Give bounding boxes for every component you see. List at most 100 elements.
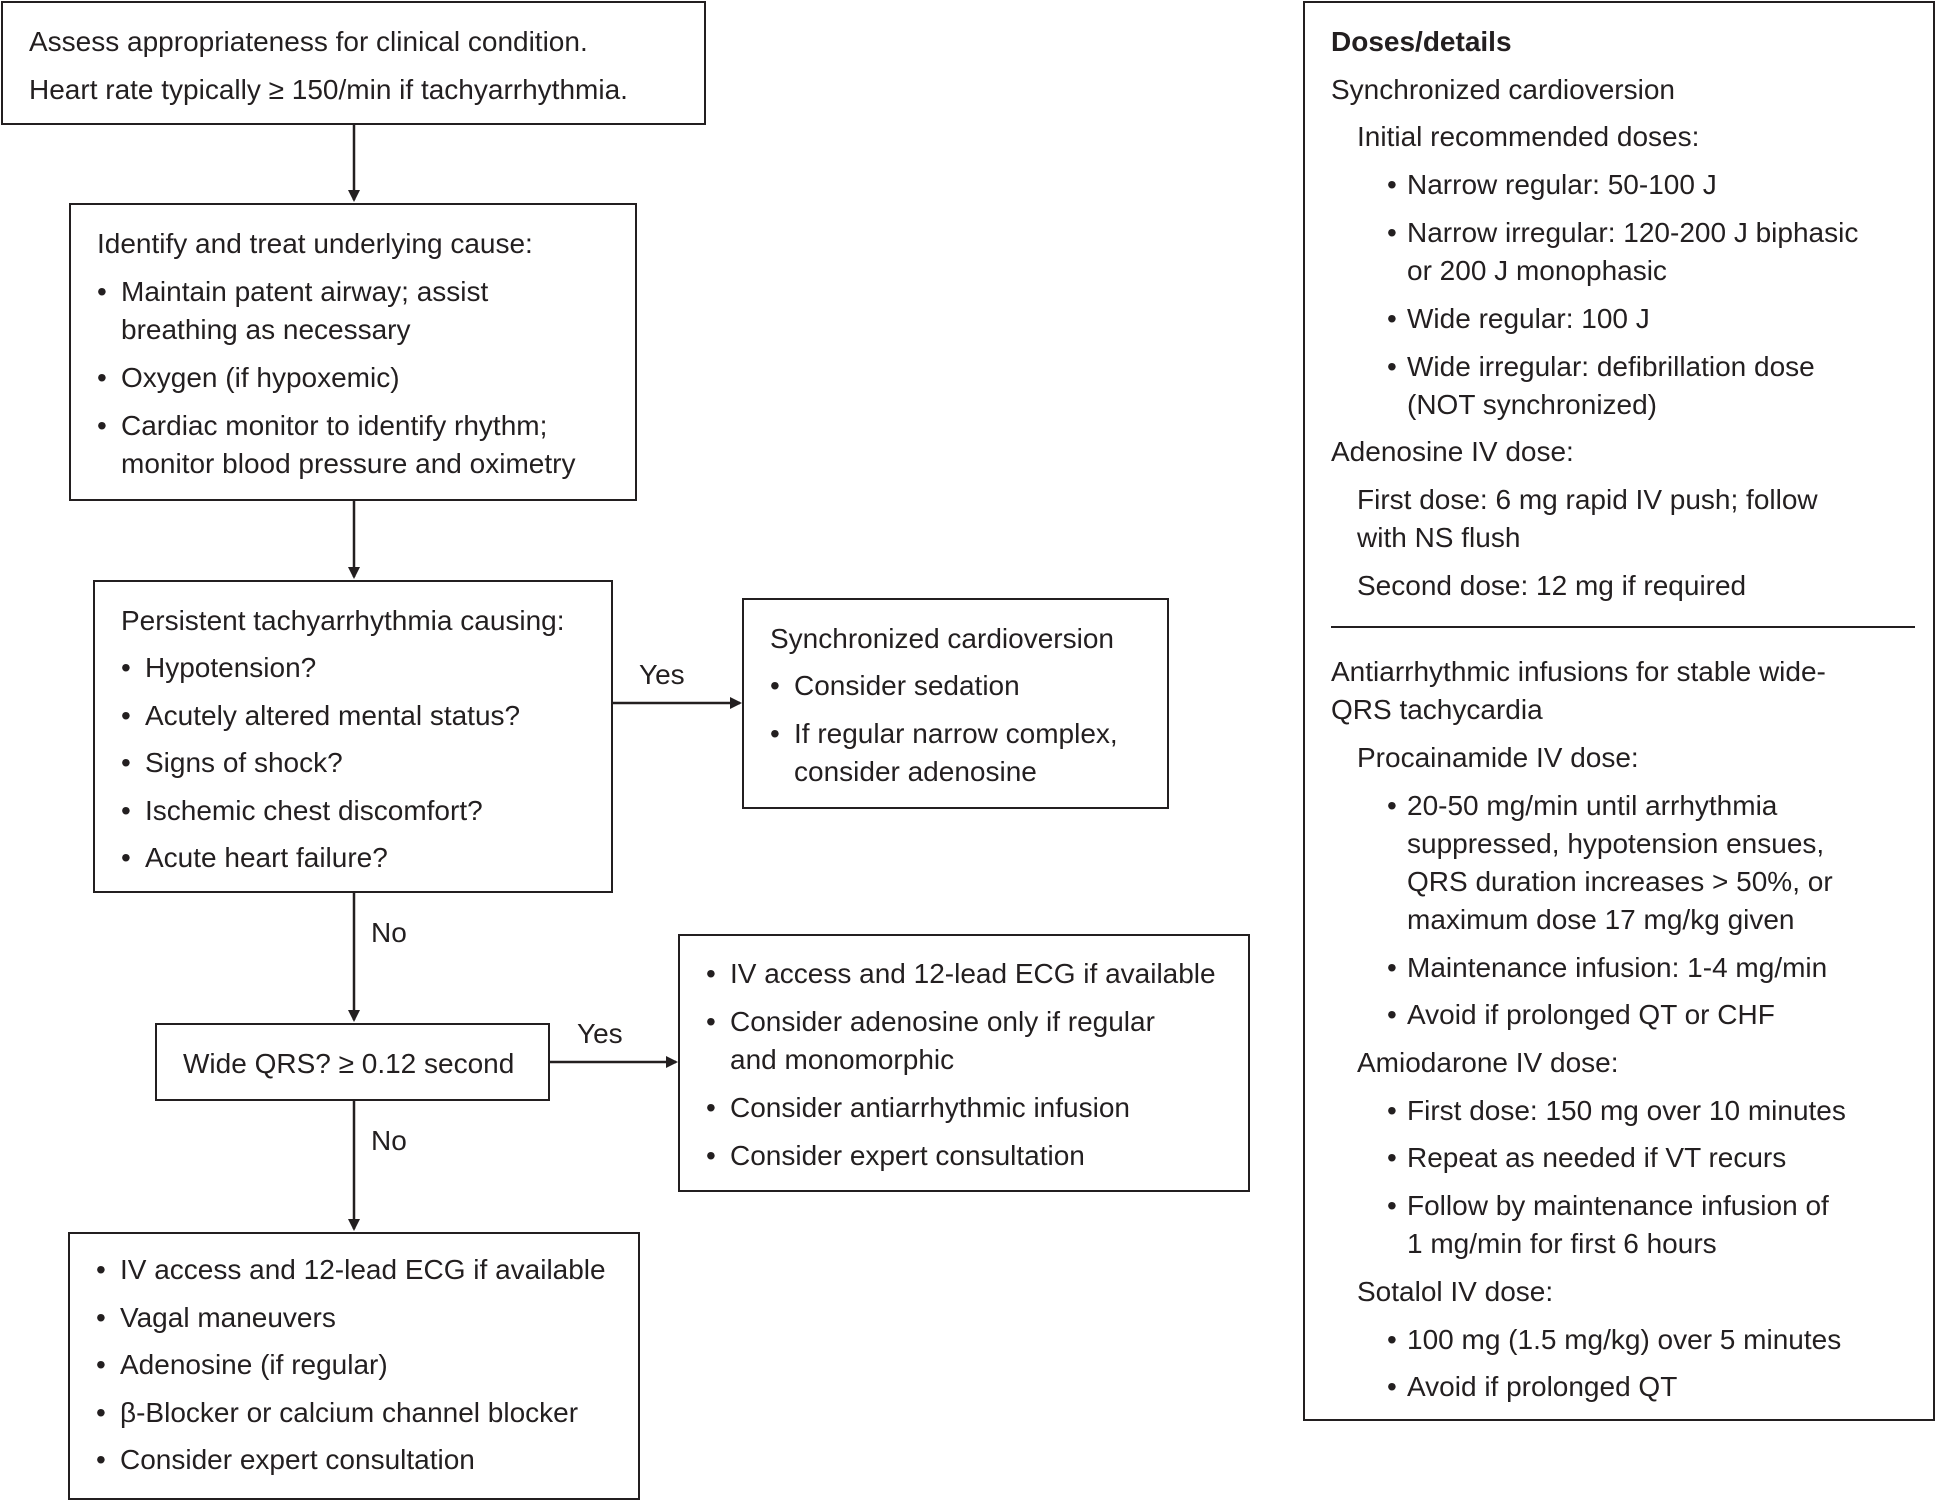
amiodarone-heading: Amiodarone IV dose: xyxy=(1357,1047,1619,1078)
bullet-icon: • xyxy=(706,958,716,989)
amiodarone-item-2: Repeat as needed if VT recurs xyxy=(1407,1142,1787,1173)
identify-item-1-line-2: breathing as necessary xyxy=(121,314,411,345)
yes-label-wide-actions: Yes xyxy=(577,1018,623,1049)
bullet-icon: • xyxy=(1387,952,1397,983)
bullet-icon: • xyxy=(96,1397,106,1428)
synchronized-cardioversion-box: Synchronized cardioversion • Consider se… xyxy=(742,598,1169,809)
narrow-action-5: Consider expert consultation xyxy=(120,1444,475,1475)
narrow-action-4: β-Blocker or calcium channel blocker xyxy=(120,1397,579,1428)
bullet-icon: • xyxy=(770,670,780,701)
bullet-icon: • xyxy=(1387,790,1397,821)
identify-item-2: Oxygen (if hypoxemic) xyxy=(121,362,400,393)
bullet-icon: • xyxy=(1387,1095,1397,1126)
procainamide-heading: Procainamide IV dose: xyxy=(1357,742,1639,773)
assess-line-2: Heart rate typically ≥ 150/min if tachya… xyxy=(29,74,628,105)
procainamide-item-1-line-4: maximum dose 17 mg/kg given xyxy=(1407,904,1795,935)
bullet-icon: • xyxy=(1387,303,1397,334)
initial-dose-2-line-1: Narrow irregular: 120-200 J biphasic xyxy=(1407,217,1859,248)
bullet-icon: • xyxy=(706,1006,716,1037)
initial-dose-1: Narrow regular: 50-100 J xyxy=(1407,169,1717,200)
identify-item-3-line-1: Cardiac monitor to identify rhythm; xyxy=(121,410,548,441)
yes-label-cardioversion: Yes xyxy=(639,659,685,690)
narrow-qrs-actions-box: • IV access and 12-lead ECG if available… xyxy=(68,1232,640,1500)
antiarrhythmic-heading-line-2: QRS tachycardia xyxy=(1331,694,1543,725)
wide-action-2-line-2: and monomorphic xyxy=(730,1044,955,1075)
bullet-icon: • xyxy=(96,1254,106,1285)
bullet-icon: • xyxy=(1387,999,1397,1030)
wide-action-2-line-1: Consider adenosine only if regular xyxy=(730,1006,1155,1037)
persistent-item-1: Hypotension? xyxy=(145,652,317,683)
sotalol-heading: Sotalol IV dose: xyxy=(1357,1276,1554,1307)
persistent-item-5: Acute heart failure? xyxy=(145,842,388,873)
identify-cause-box: Identify and treat underlying cause: • M… xyxy=(69,203,637,501)
narrow-action-2: Vagal maneuvers xyxy=(120,1302,336,1333)
initial-doses-heading: Initial recommended doses: xyxy=(1357,121,1700,152)
bullet-icon: • xyxy=(121,747,131,778)
cardioversion-item-1: Consider sedation xyxy=(794,670,1020,701)
bullet-icon: • xyxy=(96,1349,106,1380)
initial-dose-2-line-2: or 200 J monophasic xyxy=(1407,255,1667,286)
bullet-icon: • xyxy=(97,362,107,393)
amiodarone-item-3-line-1: Follow by maintenance infusion of xyxy=(1407,1190,1829,1221)
persistent-item-3: Signs of shock? xyxy=(145,747,343,778)
section-divider xyxy=(1331,626,1915,628)
bullet-icon: • xyxy=(121,700,131,731)
bullet-icon: • xyxy=(706,1140,716,1171)
cardioversion-title: Synchronized cardioversion xyxy=(770,623,1114,654)
cardioversion-item-2-line-1: If regular narrow complex, xyxy=(794,718,1118,749)
initial-dose-4-line-1: Wide irregular: defibrillation dose xyxy=(1407,351,1815,382)
adenosine-second: Second dose: 12 mg if required xyxy=(1357,570,1747,601)
persistent-item-2: Acutely altered mental status? xyxy=(145,700,521,731)
persistent-tachyarrhythmia-box: Persistent tachyarrhythmia causing: • Hy… xyxy=(93,580,613,893)
wide-qrs-decision-box: Wide QRS? ≥ 0.12 second xyxy=(155,1023,550,1101)
adenosine-heading: Adenosine IV dose: xyxy=(1331,436,1574,467)
sync-cardioversion-heading: Synchronized cardioversion xyxy=(1331,74,1675,105)
wide-action-3: Consider antiarrhythmic infusion xyxy=(730,1092,1130,1123)
adenosine-first-line-1: First dose: 6 mg rapid IV push; follow xyxy=(1357,484,1818,515)
no-label-narrow-actions: No xyxy=(371,1125,407,1156)
bullet-icon: • xyxy=(1387,1142,1397,1173)
cardioversion-item-2-line-2: consider adenosine xyxy=(794,756,1037,787)
narrow-action-1: IV access and 12-lead ECG if available xyxy=(120,1254,606,1285)
bullet-icon: • xyxy=(96,1444,106,1475)
bullet-icon: • xyxy=(121,652,131,683)
narrow-action-3: Adenosine (if regular) xyxy=(120,1349,388,1380)
bullet-icon: • xyxy=(97,410,107,441)
identify-item-3-line-2: monitor blood pressure and oximetry xyxy=(121,448,576,479)
bullet-icon: • xyxy=(1387,217,1397,248)
assess-line-1: Assess appropriateness for clinical cond… xyxy=(29,26,588,57)
initial-dose-4-line-2: (NOT synchronized) xyxy=(1407,389,1658,420)
procainamide-item-3: Avoid if prolonged QT or CHF xyxy=(1407,999,1775,1030)
bullet-icon: • xyxy=(121,795,131,826)
bullet-icon: • xyxy=(97,276,107,307)
bullet-icon: • xyxy=(1387,1371,1397,1402)
doses-title: Doses/details xyxy=(1331,26,1512,57)
procainamide-item-1-line-2: suppressed, hypotension ensues, xyxy=(1407,828,1825,859)
wide-qrs-question: Wide QRS? ≥ 0.12 second xyxy=(183,1048,515,1079)
identify-cause-title: Identify and treat underlying cause: xyxy=(97,228,533,259)
persistent-item-4: Ischemic chest discomfort? xyxy=(145,795,483,826)
bullet-icon: • xyxy=(706,1092,716,1123)
procainamide-item-2: Maintenance infusion: 1-4 mg/min xyxy=(1407,952,1828,983)
no-label-wide-qrs: No xyxy=(371,917,407,948)
doses-details-box: Doses/details Synchronized cardioversion… xyxy=(1303,1,1935,1421)
wide-action-4: Consider expert consultation xyxy=(730,1140,1085,1171)
procainamide-item-1-line-3: QRS duration increases > 50%, or xyxy=(1407,866,1833,897)
assess-box: Assess appropriateness for clinical cond… xyxy=(1,1,706,125)
bullet-icon: • xyxy=(96,1302,106,1333)
bullet-icon: • xyxy=(1387,169,1397,200)
bullet-icon: • xyxy=(1387,1324,1397,1355)
sotalol-item-1: 100 mg (1.5 mg/kg) over 5 minutes xyxy=(1407,1324,1842,1355)
bullet-icon: • xyxy=(121,842,131,873)
wide-action-1: IV access and 12-lead ECG if available xyxy=(730,958,1216,989)
initial-dose-3: Wide regular: 100 J xyxy=(1407,303,1650,334)
antiarrhythmic-heading-line-1: Antiarrhythmic infusions for stable wide… xyxy=(1331,656,1826,687)
adenosine-first-line-2: with NS flush xyxy=(1357,522,1521,553)
bullet-icon: • xyxy=(770,718,780,749)
bullet-icon: • xyxy=(1387,1190,1397,1221)
sotalol-item-2: Avoid if prolonged QT xyxy=(1407,1371,1678,1402)
amiodarone-item-3-line-2: 1 mg/min for first 6 hours xyxy=(1407,1228,1717,1259)
bullet-icon: • xyxy=(1387,351,1397,382)
identify-item-1-line-1: Maintain patent airway; assist xyxy=(121,276,489,307)
